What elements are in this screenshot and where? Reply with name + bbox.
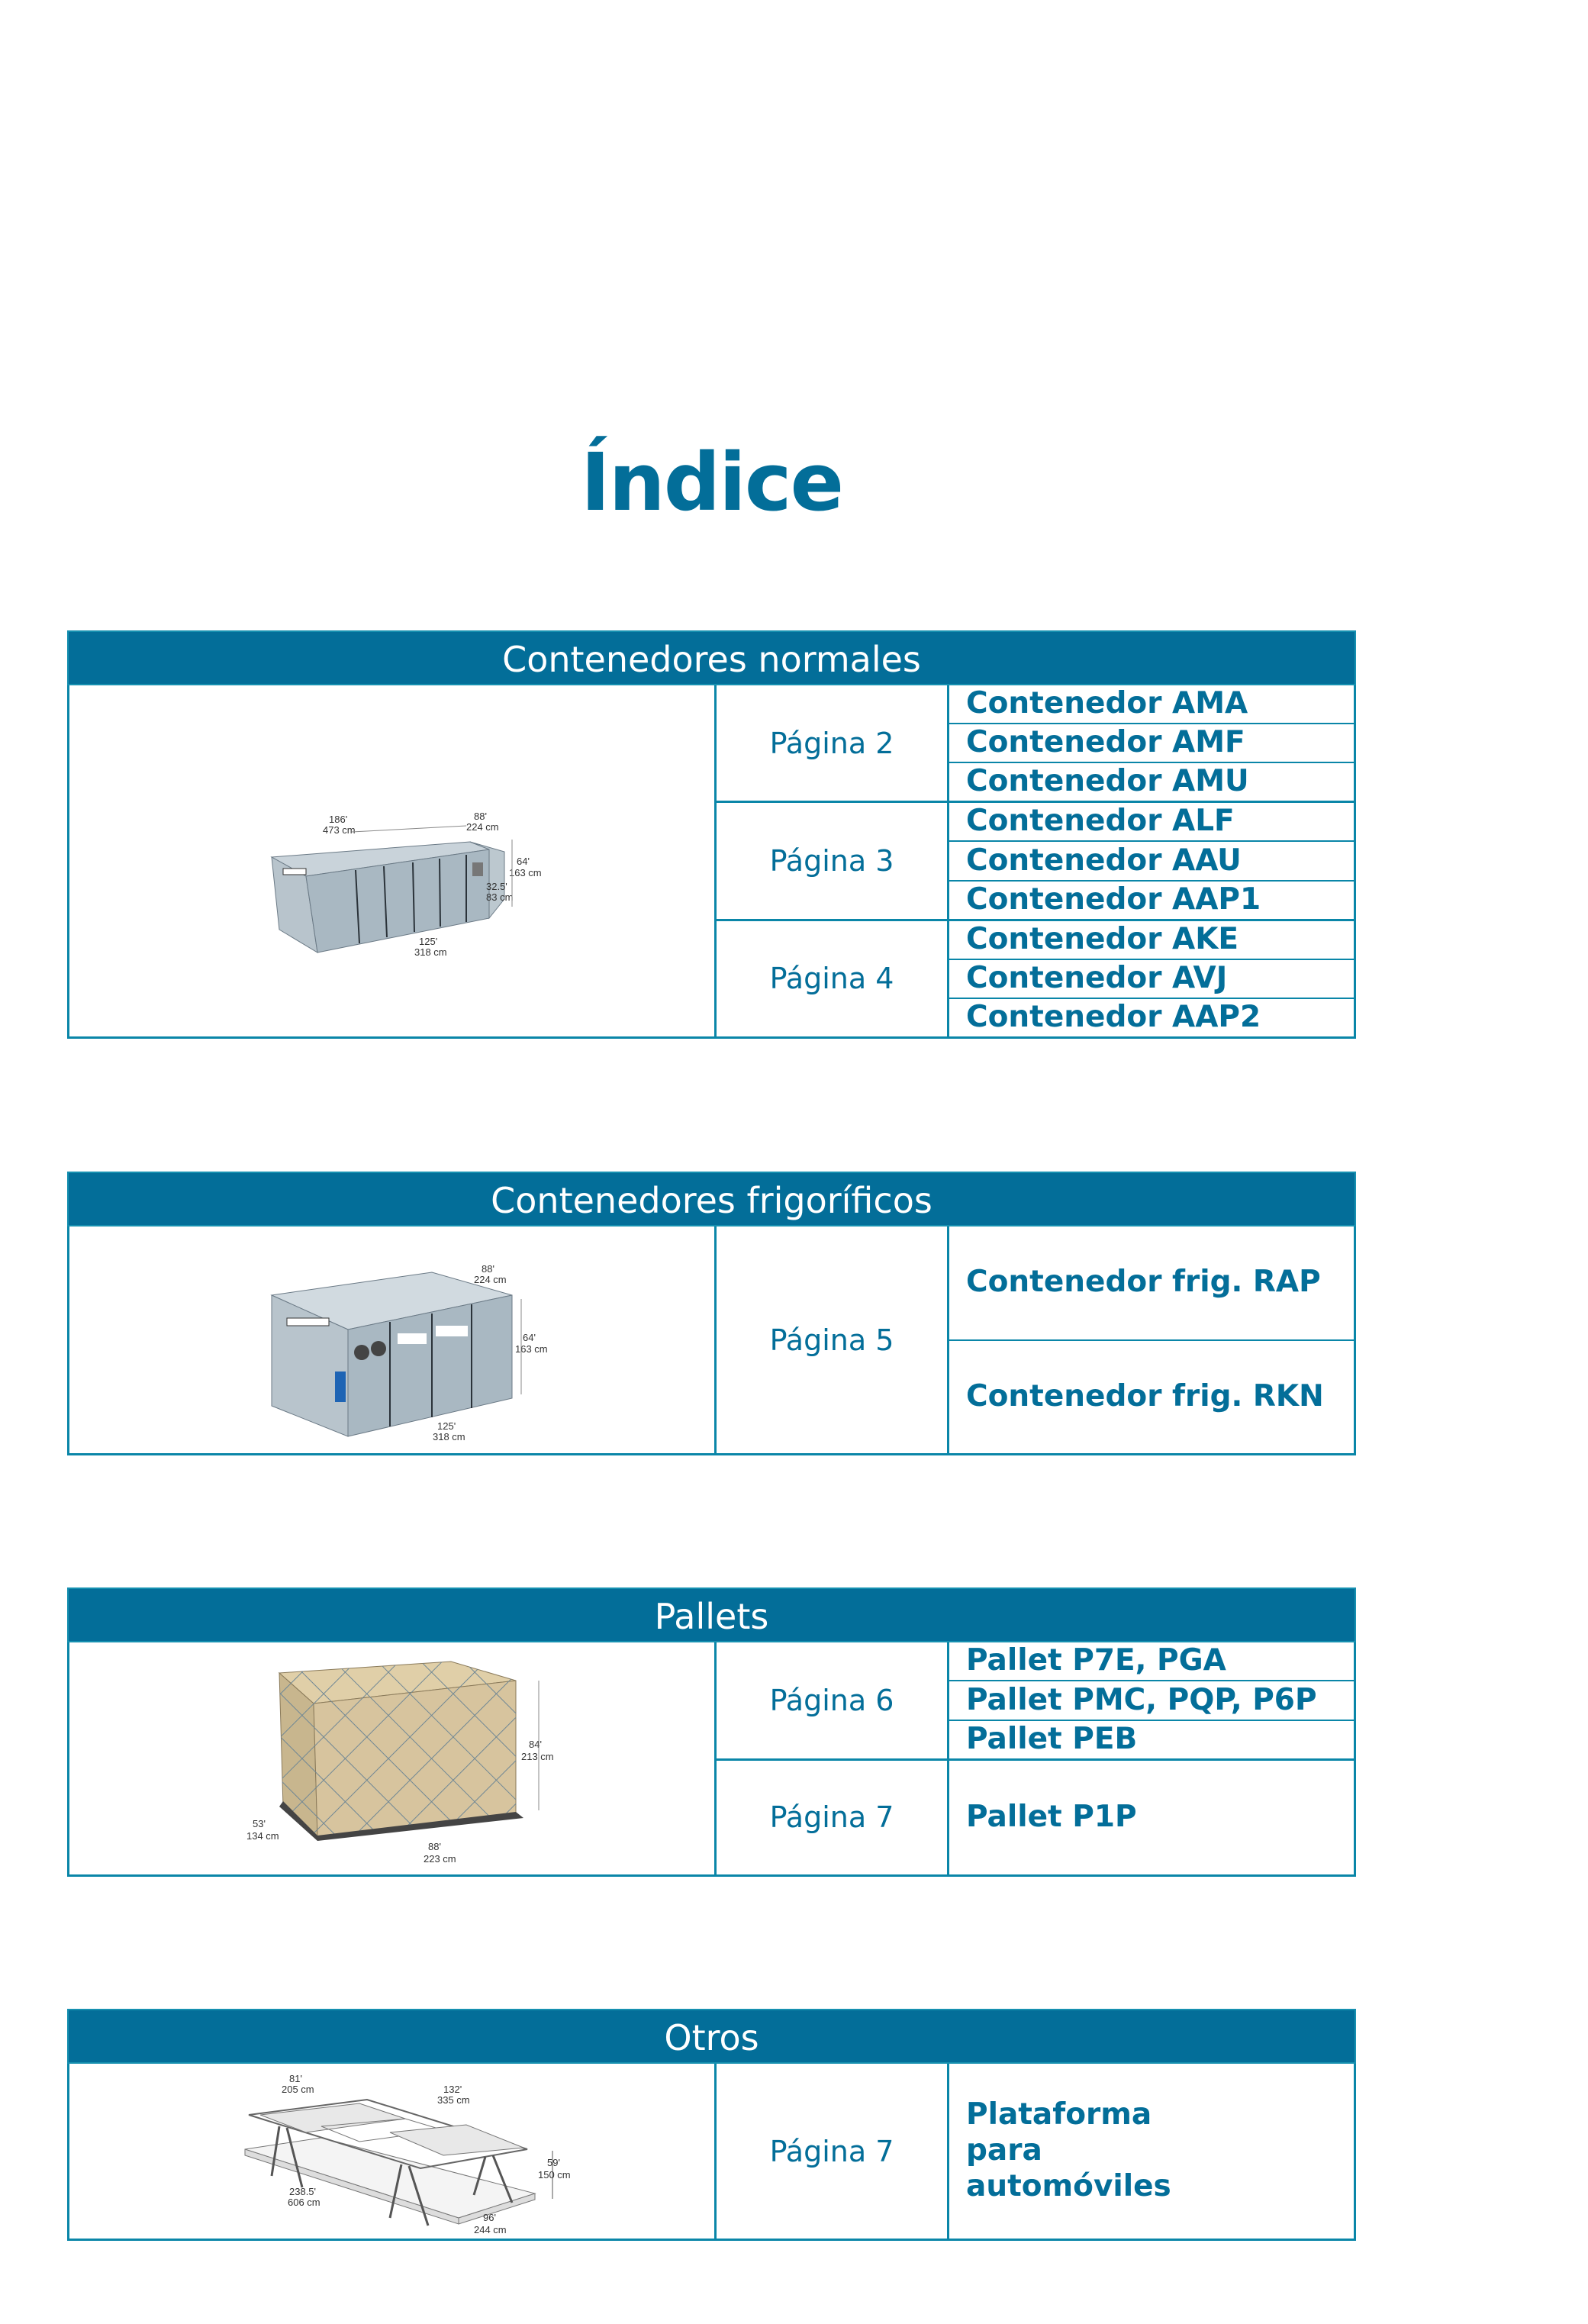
container-drawing: 186' 473 cm 88' 224 cm 64' 163 cm 32.5' … <box>270 811 542 958</box>
section-otros: Otros 81' 205 cm 132' 335 cm <box>67 2009 1356 2241</box>
dimension-label: 134 cm <box>246 1830 279 1842</box>
index-item[interactable]: Contenedor AAP1 <box>966 882 1261 917</box>
index-item[interactable]: Pallet P1P <box>966 1800 1137 1835</box>
dimension-label: 606 cm <box>288 2197 320 2208</box>
section-header: Pallets <box>67 1587 1356 1642</box>
index-item[interactable]: Plataforma para automóviles <box>966 2097 1171 2203</box>
index-item[interactable]: Contenedor AMA <box>949 685 1354 725</box>
page-reference[interactable]: Página 3 <box>717 803 949 919</box>
container-illustration: 186' 473 cm 88' 224 cm 64' 163 cm 32.5' … <box>69 685 717 1036</box>
index-item[interactable]: Contenedor frig. RAP <box>949 1226 1354 1341</box>
dimension-label: 64' <box>517 856 530 867</box>
page-reference[interactable]: Página 7 <box>717 1760 949 1874</box>
page-title: Índice <box>580 436 844 529</box>
index-item[interactable]: Contenedor AAU <box>949 842 1354 882</box>
index-group: Página 3 Contenedor ALF Contenedor AAU C… <box>717 803 1354 921</box>
dimension-label: 244 cm <box>474 2224 507 2235</box>
index-item[interactable]: Pallet P7E, PGA <box>949 1642 1354 1682</box>
dimension-label: 84' <box>529 1739 542 1750</box>
section-contenedores-normales: Contenedores normales 186' 473 cm 88' 22… <box>67 630 1356 1039</box>
pallet-illustration: 84' 213 cm 53' 134 cm 88' 223 cm <box>69 1642 717 1874</box>
index-item[interactable]: Contenedor AMF <box>949 724 1354 764</box>
dimension-label: 238.5' <box>289 2186 316 2197</box>
section-contenedores-frigorificos: Contenedores frigoríficos 88' 224 cm 64'… <box>67 1172 1356 1455</box>
dimension-label: 223 cm <box>424 1853 456 1865</box>
dimension-label: 473 cm <box>323 824 356 836</box>
dimension-label: 88' <box>482 1263 494 1275</box>
dimension-label: 186' <box>329 814 347 825</box>
index-group: Página 7 Plataforma para automóviles <box>717 2064 1354 2239</box>
refrigerated-container-drawing: 88' 224 cm 64' 163 cm 125' 318 cm <box>270 1263 548 1442</box>
page-reference[interactable]: Página 5 <box>717 1226 949 1453</box>
index-group: Página 7 Pallet P1P <box>717 1760 1354 1874</box>
refrigerated-container-illustration: 88' 224 cm 64' 163 cm 125' 318 cm <box>69 1226 717 1453</box>
dimension-label: 96' <box>483 2212 496 2223</box>
section-header: Contenedores normales <box>67 630 1356 685</box>
index-item[interactable]: Contenedor AMU <box>966 764 1249 799</box>
dimension-label: 318 cm <box>433 1431 465 1442</box>
section-header: Otros <box>67 2009 1356 2064</box>
index-item[interactable]: Contenedor AAP2 <box>966 1000 1261 1035</box>
page-reference[interactable]: Página 2 <box>717 685 949 801</box>
index-group: Página 4 Contenedor AKE Contenedor AVJ C… <box>717 920 1354 1036</box>
index-group: Página 6 Pallet P7E, PGA Pallet PMC, PQP… <box>717 1642 1354 1761</box>
page-reference[interactable]: Página 6 <box>717 1642 949 1758</box>
dimension-label: 224 cm <box>466 821 499 833</box>
dimension-label: 224 cm <box>474 1274 507 1285</box>
index-item[interactable]: Contenedor AKE <box>949 921 1354 960</box>
dimension-label: 150 cm <box>538 2169 571 2181</box>
dimension-label: 88' <box>428 1841 441 1852</box>
dimension-label: 83 cm <box>486 891 513 903</box>
dimension-label: 88' <box>474 811 487 822</box>
dimension-label: 132' <box>443 2084 462 2095</box>
index-item[interactable]: Contenedor ALF <box>949 803 1354 843</box>
dimension-label: 64' <box>523 1332 536 1343</box>
index-group: Página 5 Contenedor frig. RAP Contenedor… <box>717 1226 1354 1453</box>
index-item[interactable]: Contenedor AVJ <box>949 960 1354 999</box>
index-item[interactable]: Contenedor frig. RKN <box>966 1378 1324 1413</box>
page-reference[interactable]: Página 7 <box>717 2064 949 2239</box>
car-platform-illustration: 81' 205 cm 132' 335 cm 59' 150 cm 238.5'… <box>69 2064 717 2239</box>
index-item[interactable]: Pallet PEB <box>966 1721 1138 1756</box>
car-platform-drawing: 81' 205 cm 132' 335 cm 59' 150 cm 238.5'… <box>244 2073 571 2235</box>
dimension-label: 213 cm <box>521 1751 554 1762</box>
dimension-label: 205 cm <box>282 2084 314 2095</box>
dimension-label: 32.5' <box>486 881 507 892</box>
dimension-label: 125' <box>419 936 437 947</box>
dimension-label: 163 cm <box>515 1343 548 1355</box>
section-header: Contenedores frigoríficos <box>67 1172 1356 1226</box>
dimension-label: 163 cm <box>509 867 542 878</box>
dimension-label: 81' <box>289 2073 302 2084</box>
dimension-label: 53' <box>253 1818 266 1829</box>
dimension-label: 318 cm <box>414 946 447 958</box>
dimension-label: 125' <box>437 1420 456 1432</box>
index-item[interactable]: Pallet PMC, PQP, P6P <box>949 1681 1354 1721</box>
pallet-drawing: 84' 213 cm 53' 134 cm 88' 223 cm <box>246 1661 554 1865</box>
page-reference[interactable]: Página 4 <box>717 920 949 1036</box>
dimension-label: 335 cm <box>437 2094 470 2106</box>
section-pallets: Pallets 84' 213 cm <box>67 1587 1356 1877</box>
dimension-label: 59' <box>547 2157 560 2168</box>
index-group: Página 2 Contenedor AMA Contenedor AMF C… <box>717 685 1354 804</box>
